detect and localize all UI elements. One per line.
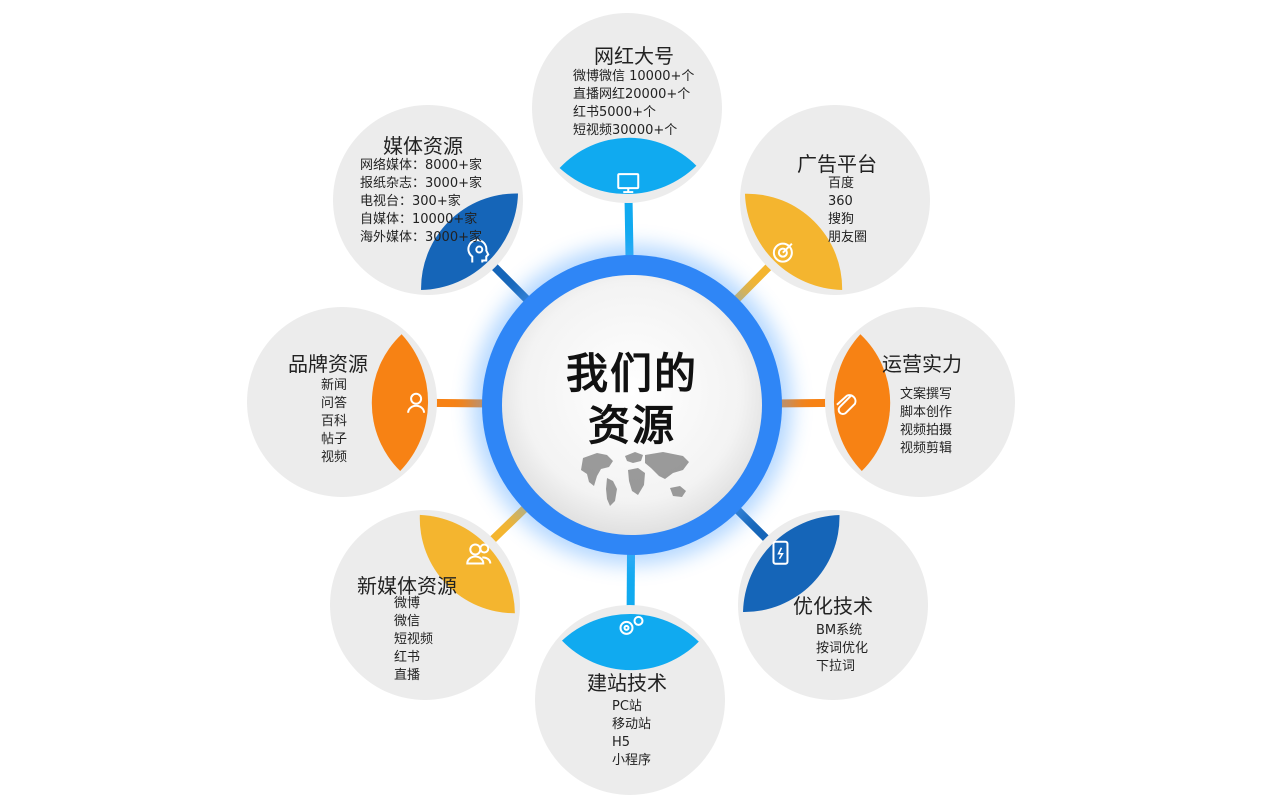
node-lines-pinpai: 新闻问答百科帖子视频	[321, 377, 347, 467]
accent-guanggao	[744, 193, 843, 290]
node-line-item: 帖子	[321, 432, 348, 447]
node-lines-jianzhan: PC站移动站 H5 小程序	[612, 698, 651, 770]
accent-pinpai	[371, 334, 429, 472]
node-title-pinpai: 品牌资源	[288, 352, 368, 376]
node-line-item: 搜狗	[828, 212, 855, 227]
node-line-item: 移动站	[612, 717, 652, 732]
node-title-jianzhan: 建站技术	[587, 671, 667, 695]
node-line-item: 朋友圈	[828, 230, 868, 245]
center-disc	[502, 275, 762, 535]
node-line-item: 文案撰写	[900, 387, 953, 402]
world-map-icon	[581, 452, 689, 506]
monitor-icon	[617, 173, 640, 194]
node-lines-wanghong: 微博微信 10000+个直播网红20000+个红书5000+个短视频30000+…	[573, 68, 694, 140]
node-line-item: 下拉词	[816, 659, 856, 674]
node-line-item: 视频剪辑	[900, 441, 953, 456]
node-title-wanghong: 网红大号	[594, 44, 674, 68]
node-line-item: 海外媒体：3000+家	[360, 230, 482, 245]
node-lines-yunying: 文案撰写脚本创作视频拍摄视频剪辑	[900, 386, 952, 458]
accent-yunying	[833, 334, 891, 472]
node-line-item: 按词优化	[816, 641, 869, 656]
node-lines-meiti: 网络媒体：8000+家报纸杂志：3000+家电视台：300+家自媒体：10000…	[360, 157, 482, 247]
node-lines-youhua: BM系统按词优化下拉词	[816, 622, 868, 676]
node-line-item: BM系统	[816, 623, 863, 638]
accent-layer	[371, 137, 891, 671]
node-line-item: 脚本创作	[900, 405, 953, 420]
accent-meiti	[421, 193, 519, 290]
node-line-item: 直播网红20000+个	[573, 87, 691, 102]
node-line-item: 短视频30000+个	[573, 123, 678, 138]
node-title-xinmeiti: 新媒体资源	[357, 574, 457, 598]
node-lines-guanggao: 百度 360 搜狗朋友圈	[828, 175, 867, 247]
node-lines-xinmeiti: 微博微信短视频红书直播	[394, 595, 433, 685]
target-icon	[772, 242, 793, 263]
node-line-item: 报纸杂志：3000+家	[360, 176, 482, 191]
node-title-youhua: 优化技术	[793, 594, 873, 618]
node-title-meiti: 媒体资源	[383, 134, 463, 158]
node-title-guanggao: 广告平台	[797, 152, 877, 176]
node-line-item: 红书	[394, 650, 421, 665]
node-line-item: 短视频	[394, 632, 434, 647]
accent-jianzhan	[562, 613, 699, 671]
brain-head-icon	[467, 239, 490, 263]
node-line-item: 视频拍摄	[900, 423, 953, 438]
accent-wanghong	[559, 137, 697, 195]
node-line-item: 小程序	[612, 753, 652, 768]
node-title-yunying: 运营实力	[882, 352, 962, 376]
node-line-item: 视频	[321, 450, 348, 465]
node-line-item: H5	[612, 735, 631, 750]
user-icon	[407, 392, 426, 413]
users-icon	[466, 543, 492, 565]
node-line-item: 百度	[828, 176, 855, 191]
node-line-item: 微博微信 10000+个	[573, 69, 695, 84]
node-line-item: 直播	[394, 668, 421, 683]
node-line-item: 网络媒体：8000+家	[360, 158, 482, 173]
node-line-item: 微信	[394, 614, 421, 629]
node-line-item: 微博	[394, 596, 421, 611]
paperclip-icon	[836, 394, 857, 415]
node-line-item: 电视台：300+家	[360, 194, 461, 209]
node-line-item: 红书5000+个	[573, 105, 656, 120]
node-line-item: 问答	[321, 396, 348, 411]
gears-icon	[619, 615, 644, 635]
node-line-item: 新闻	[321, 378, 348, 393]
phone-icon	[772, 540, 789, 565]
node-line-item: 360	[828, 194, 853, 209]
accent-youhua	[743, 514, 840, 612]
node-line-item: 自媒体：10000+家	[360, 212, 478, 227]
node-line-item: 百科	[321, 414, 348, 429]
node-line-item: PC站	[612, 699, 642, 714]
